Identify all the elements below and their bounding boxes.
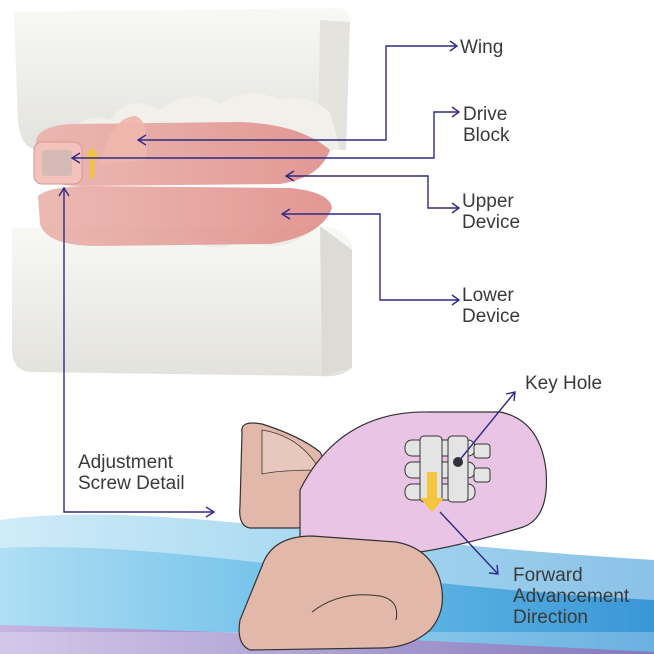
label-upper-device: Upper Device bbox=[462, 191, 520, 233]
label-lower-device-line1: Lower bbox=[462, 285, 520, 306]
label-upper-device-line2: Device bbox=[462, 212, 520, 233]
label-forward-line1: Forward bbox=[513, 565, 629, 586]
label-drive-block-line2: Block bbox=[463, 125, 509, 146]
appliance-illustration bbox=[34, 116, 332, 246]
label-lower-device: Lower Device bbox=[462, 285, 520, 327]
label-forward-advancement-direction: Forward Advancement Direction bbox=[513, 565, 629, 628]
label-forward-line2: Advancement bbox=[513, 586, 629, 607]
label-key-hole: Key Hole bbox=[525, 373, 602, 394]
label-upper-device-line1: Upper bbox=[462, 191, 520, 212]
label-adjustment-screw-detail: Adjustment Screw Detail bbox=[78, 452, 185, 494]
label-forward-line3: Direction bbox=[513, 607, 629, 628]
label-key-hole-text: Key Hole bbox=[525, 373, 602, 394]
label-adjustment-line2: Screw Detail bbox=[78, 473, 185, 494]
label-wing-text: Wing bbox=[460, 37, 503, 58]
label-drive-block: Drive Block bbox=[463, 104, 509, 146]
label-adjustment-line1: Adjustment bbox=[78, 452, 185, 473]
label-wing: Wing bbox=[460, 37, 503, 58]
label-lower-device-line2: Device bbox=[462, 306, 520, 327]
label-drive-block-line1: Drive bbox=[463, 104, 509, 125]
